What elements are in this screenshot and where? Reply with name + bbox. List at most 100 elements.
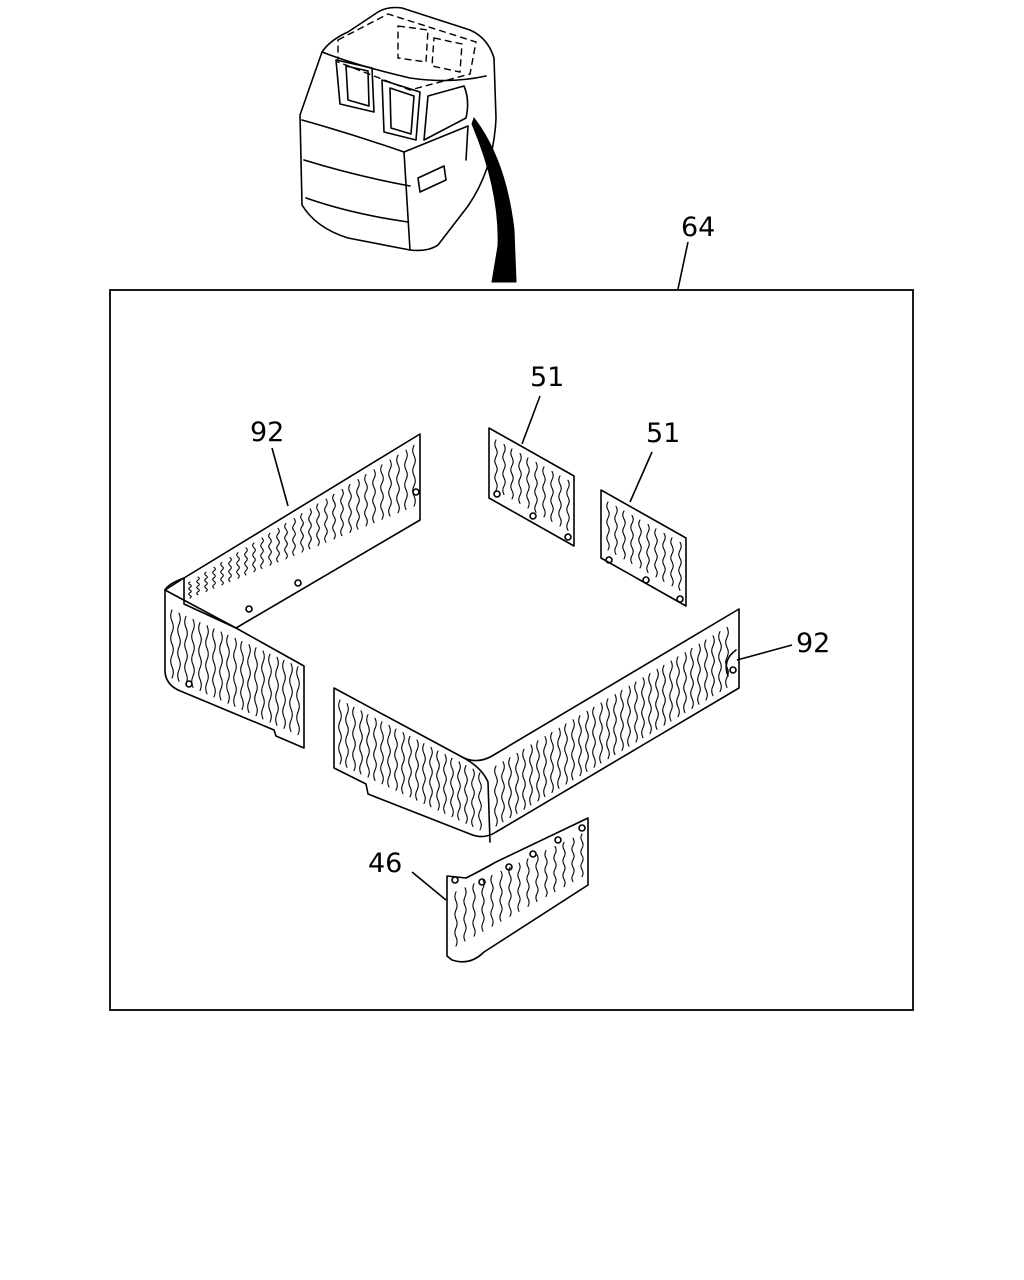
grain-stroke — [662, 532, 666, 582]
grain-stroke — [348, 483, 352, 533]
grain-stroke — [535, 854, 539, 902]
grain-stroke — [300, 513, 304, 553]
grain-stroke — [678, 541, 682, 591]
grain-stroke — [260, 537, 264, 570]
grain-stroke — [308, 508, 312, 550]
grain-stroke — [648, 673, 652, 735]
grain-stroke — [562, 841, 566, 888]
grain-stroke — [704, 639, 708, 701]
grain-stroke — [359, 710, 363, 775]
grain-stroke — [676, 656, 680, 718]
grain-stroke — [372, 469, 376, 524]
grain-stroke — [401, 732, 405, 795]
grain-stroke — [254, 647, 258, 717]
grain-stroke — [517, 862, 521, 912]
grain-stroke — [268, 653, 272, 723]
grain-stroke — [233, 637, 237, 707]
grain-stroke — [510, 448, 514, 500]
grain-stroke — [622, 510, 626, 560]
grain-stroke — [571, 719, 575, 781]
grain-stroke — [585, 710, 589, 772]
grain-stroke — [404, 449, 408, 510]
grain-stroke — [338, 699, 342, 765]
grain-stroke — [522, 748, 526, 810]
grain-stroke — [380, 721, 384, 785]
grain-stroke — [630, 514, 634, 564]
grain-stroke — [536, 740, 540, 802]
grain-stroke — [316, 503, 320, 547]
grain-stroke — [276, 527, 280, 563]
grain-stroke — [244, 547, 248, 576]
grain-stroke — [662, 664, 666, 726]
grain-stroke — [226, 634, 230, 704]
grain-stroke — [718, 631, 722, 693]
grain-stroke — [408, 735, 412, 798]
grain-stroke — [366, 714, 370, 778]
detail-frame: 64 — [109, 212, 914, 1011]
grain-stroke — [196, 576, 200, 596]
grain-stroke — [725, 626, 729, 688]
grain-stroke — [268, 532, 272, 566]
grain-stroke — [620, 689, 624, 751]
grain-stroke — [282, 659, 286, 729]
grain-stroke — [515, 752, 519, 814]
right-side-panel-92: 92 — [333, 608, 830, 843]
left-panel-grain — [170, 444, 416, 736]
grain-stroke — [634, 681, 638, 743]
grain-stroke — [212, 628, 216, 698]
grain-stroke — [711, 635, 715, 697]
grain-stroke — [464, 764, 468, 824]
grain-stroke — [220, 561, 224, 586]
grain-stroke — [429, 746, 433, 808]
frame-label: 64 — [681, 212, 715, 243]
grain-stroke — [170, 609, 174, 679]
grain-stroke — [394, 728, 398, 791]
rear-panel-51b: 51 — [600, 418, 687, 607]
grain-stroke — [292, 518, 296, 556]
callout-51a: 51 — [530, 362, 564, 393]
grain-stroke — [544, 850, 548, 898]
grain-stroke — [518, 452, 522, 504]
grain-stroke — [345, 703, 349, 768]
grain-stroke — [289, 663, 293, 733]
grain-stroke — [236, 552, 240, 579]
grain-stroke — [412, 444, 416, 507]
grain-stroke — [396, 454, 400, 514]
grain-stroke — [558, 475, 562, 527]
grain-stroke — [388, 459, 392, 517]
grain-stroke — [188, 581, 192, 599]
grain-stroke — [296, 666, 300, 736]
grain-stroke — [543, 736, 547, 798]
grain-stroke — [219, 631, 223, 701]
grain-stroke — [478, 772, 482, 831]
grain-stroke — [606, 698, 610, 760]
grain-stroke — [578, 715, 582, 777]
grain-stroke — [457, 761, 461, 821]
grain-stroke — [599, 702, 603, 764]
grain-stroke — [205, 625, 209, 695]
grain-stroke — [204, 571, 208, 592]
grain-stroke — [454, 891, 458, 947]
grain-stroke — [606, 501, 610, 551]
grain-stroke — [526, 858, 530, 907]
callout-51b: 51 — [646, 418, 680, 449]
grain-stroke — [481, 879, 485, 932]
grain-stroke — [683, 652, 687, 714]
grain-stroke — [508, 757, 512, 819]
grain-stroke — [553, 845, 557, 893]
grain-stroke — [177, 612, 181, 682]
front-panel-46-grain — [454, 833, 584, 947]
grain-stroke — [472, 883, 476, 937]
grain-stroke — [450, 757, 454, 818]
grain-stroke — [534, 461, 538, 513]
grain-stroke — [340, 488, 344, 537]
grain-stroke — [669, 660, 673, 722]
grain-stroke — [490, 874, 494, 927]
grain-stroke — [526, 457, 530, 509]
callout-92-right: 92 — [796, 628, 830, 659]
grain-stroke — [198, 622, 202, 692]
grain-stroke — [508, 866, 512, 917]
rear-panel-51a-grain — [494, 439, 570, 531]
grain-stroke — [332, 493, 336, 540]
